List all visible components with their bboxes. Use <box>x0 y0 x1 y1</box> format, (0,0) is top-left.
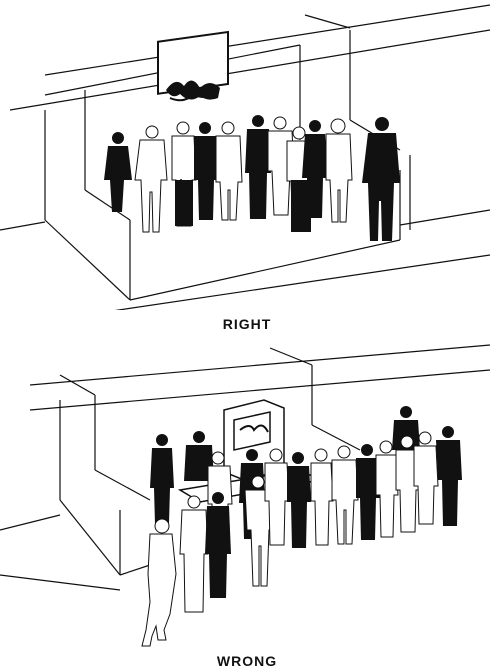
person-dark-icon <box>245 115 271 219</box>
person-outline-icon <box>325 118 353 223</box>
person-outline-icon <box>331 445 359 545</box>
person-dark-icon <box>291 180 311 232</box>
person-outline-icon <box>375 440 399 538</box>
person-outline-icon <box>179 495 209 613</box>
person-dark-icon <box>356 444 380 540</box>
person-outline-icon <box>413 431 439 525</box>
person-dark-icon <box>184 431 214 481</box>
person-dark-icon <box>150 434 174 524</box>
wrong-scene-svg <box>0 344 491 647</box>
person-dark-icon <box>205 492 231 598</box>
person-dark-icon <box>175 179 193 226</box>
person-dark-icon <box>302 120 328 218</box>
wrong-illustration <box>0 340 494 650</box>
person-outline-icon <box>141 518 177 647</box>
painting-artwork <box>157 30 229 102</box>
person-dark-icon <box>287 452 311 548</box>
right-scene-svg <box>0 4 491 310</box>
person-outline-icon <box>134 125 168 233</box>
room-lines <box>0 4 491 310</box>
person-dark-icon <box>362 117 400 241</box>
person-outline-icon <box>215 121 243 221</box>
person-outline-icon <box>264 448 290 546</box>
room-lines <box>0 344 491 591</box>
caption-right: RIGHT <box>222 316 272 332</box>
visitor-group-right <box>104 115 400 241</box>
person-dark-icon <box>436 426 462 526</box>
person-dark-icon <box>104 132 132 212</box>
person-outline-icon <box>310 448 334 546</box>
caption-wrong: WRONG <box>216 653 278 669</box>
right-illustration <box>0 0 494 310</box>
person-dark-icon <box>194 122 218 220</box>
visitor-crowd-wrong <box>141 406 462 647</box>
